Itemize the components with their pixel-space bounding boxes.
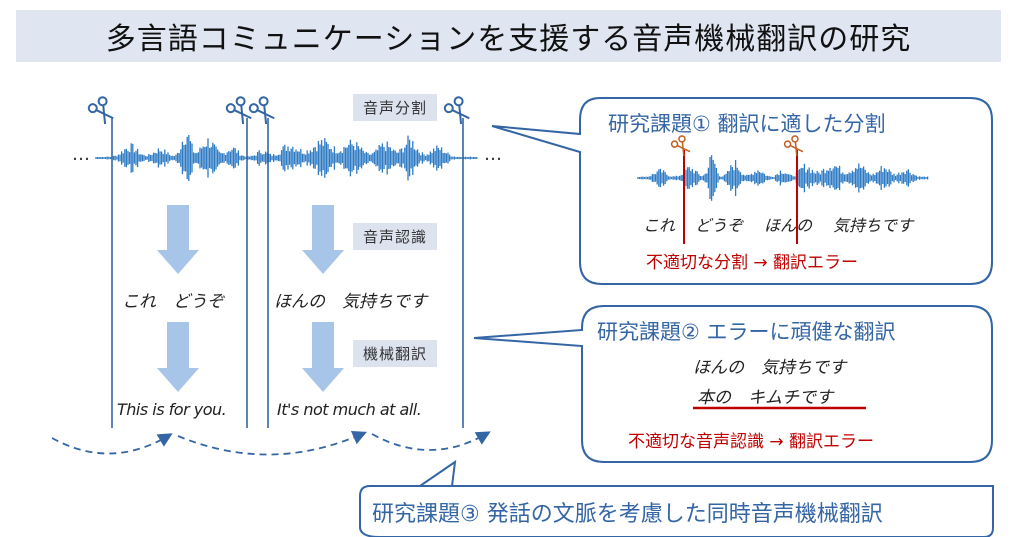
page-title: 多言語コミュニケーションを支援する音声機械翻訳の研究 [105,22,912,57]
title-bar: 多言語コミュニケーションを支援する音声機械翻訳の研究 [16,10,1001,62]
scissors-icon [225,96,252,125]
callout-2-bubble [473,305,993,463]
callout-1-word: 気持ちです [833,216,914,235]
segment-1-japanese: これ どうぞ [122,292,224,312]
segment-2-english: It's not much at all. [277,400,422,419]
ellipsis-left: … [72,144,90,165]
label-recognition: 音声認識 [353,223,438,250]
context-arrow [177,430,367,456]
callout-1-word: どうぞ [695,216,744,235]
scissors-icon [87,96,114,125]
down-arrow [157,205,199,274]
callout-2-title: 研究課題② エラーに頑健な翻訳 [597,320,896,344]
label-segmentation: 音声分割 [353,94,438,121]
callout-3-bubble [359,459,994,537]
callout-2-note: 不適切な音声認識 → 翻訳エラー [628,432,875,452]
waveform [95,134,478,182]
callout-1-word: ほんの [764,216,813,235]
segment-1-english: This is for you. [117,400,227,419]
scissors-icon [783,135,804,157]
callout-waveform [637,155,929,201]
callout-1-word: これ [643,216,676,235]
callout-3-title: 研究課題③ 発話の文脈を考慮した同時音声機械翻訳 [372,502,883,527]
down-arrow [157,322,199,392]
ellipsis-right: … [484,144,502,165]
callout-1-title: 研究課題① 翻訳に適した分割 [608,112,886,136]
callout-1-note: 不適切な分割 → 翻訳エラー [646,253,859,273]
callout-2-line-1: ほんの 気持ちです [693,358,846,378]
label-translation: 機械翻訳 [353,340,438,367]
scissors-icon [248,96,275,125]
context-arrow [371,431,491,451]
callout-2-line-2: 本の キムチです [697,388,833,408]
segment-2-japanese: ほんの 気持ちです [274,292,427,312]
down-arrow [302,205,344,274]
down-arrow [302,322,344,392]
scissors-icon [670,135,691,157]
callout-1-bubble [491,97,993,285]
scissors-icon [443,96,470,125]
context-arrow [51,433,173,455]
